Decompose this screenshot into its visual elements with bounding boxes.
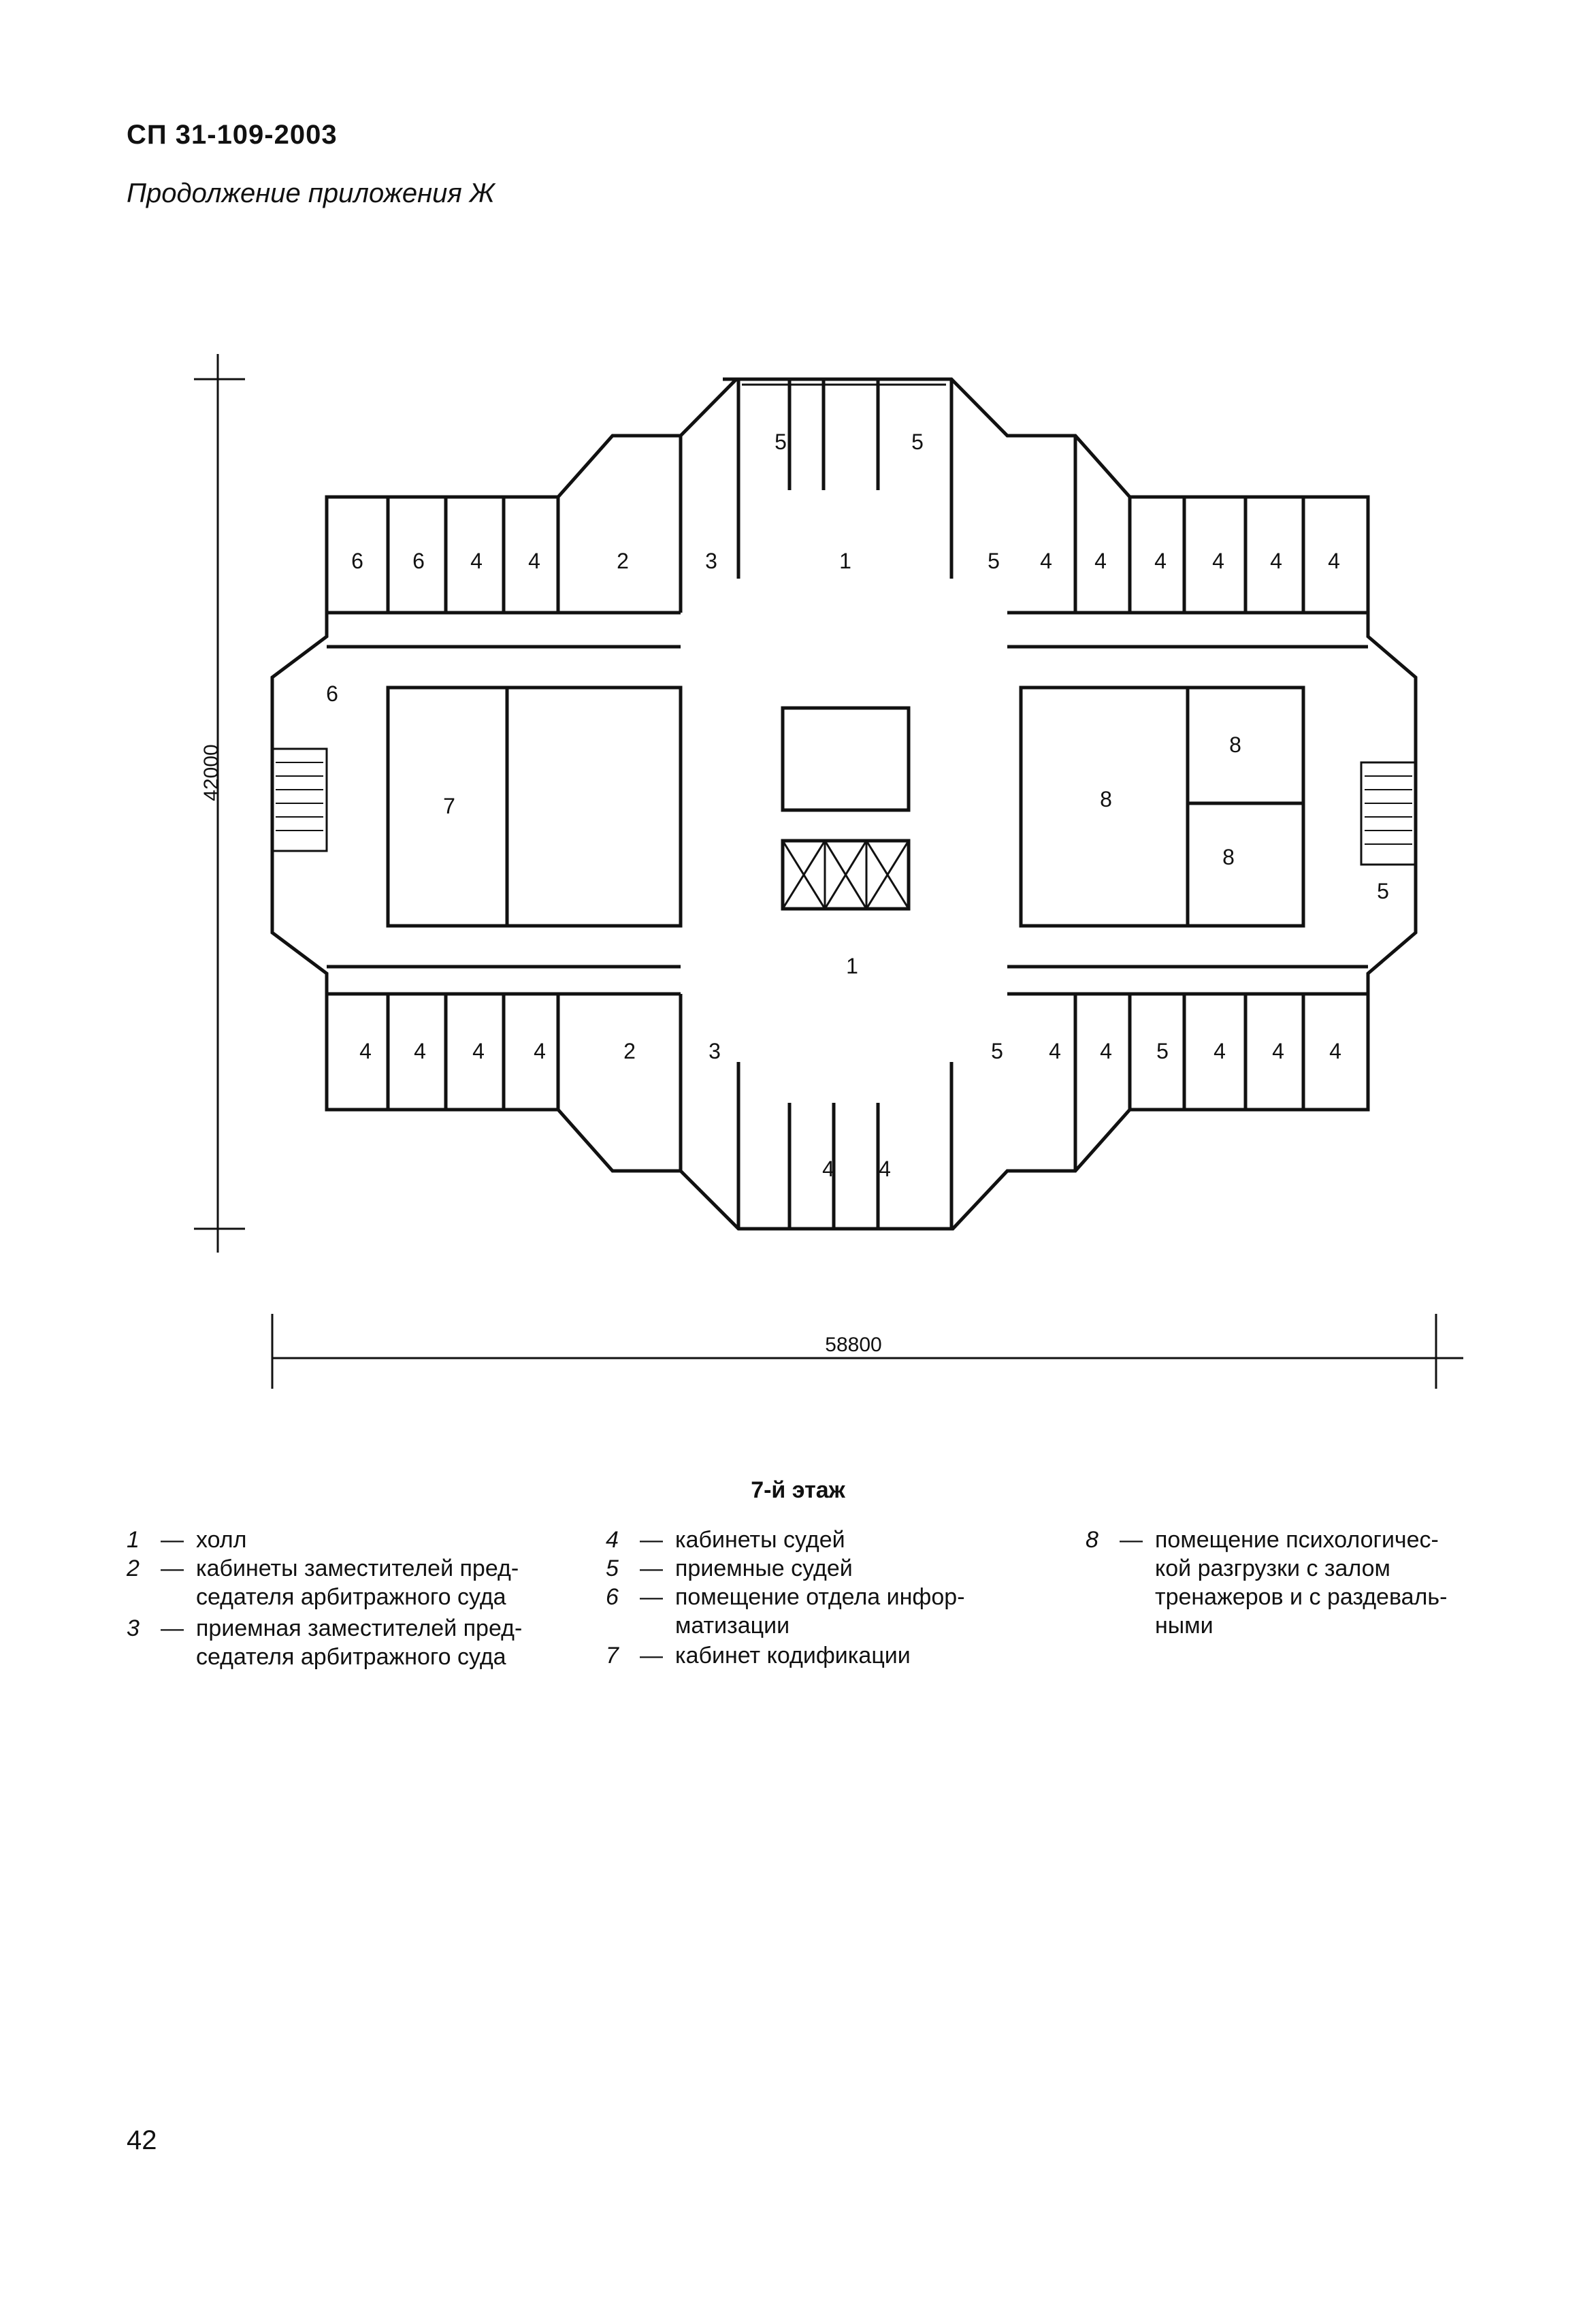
legend-text: холл <box>196 1527 247 1553</box>
legend-number: 6 <box>606 1584 619 1610</box>
legend-dash: — <box>161 1527 184 1553</box>
legend-item: 1 — холл <box>127 1525 562 1555</box>
room-label-8-lower: 8 <box>1222 845 1235 869</box>
room-label-4: 4 <box>1329 1039 1341 1063</box>
room-label-5-top-right: 5 <box>911 430 924 454</box>
room-label-hall-bottom: 1 <box>846 954 858 978</box>
legend-text: приемные судей <box>675 1556 853 1581</box>
room-label-7: 7 <box>443 794 455 818</box>
legend-text: матизации <box>675 1613 790 1639</box>
legend-text: приемная заместителей пред- <box>196 1615 523 1641</box>
room-label-4: 4 <box>1049 1039 1061 1063</box>
legend-item: 5 — приемные судей <box>606 1553 1048 1583</box>
room-label-4: 4 <box>1154 549 1167 573</box>
room-label-2-bottom: 2 <box>623 1039 636 1063</box>
room-label-4: 4 <box>1040 549 1052 573</box>
room-label-8-upper: 8 <box>1229 732 1241 757</box>
legend-item: 7 — кабинет кодификации <box>606 1641 1048 1671</box>
legend-text: кабинет кодификации <box>675 1643 911 1669</box>
dimension-line-horizontal <box>271 1314 1463 1389</box>
legend-number: 8 <box>1086 1527 1098 1553</box>
room-label-3-top: 3 <box>705 549 717 573</box>
room-label-8-main: 8 <box>1100 787 1112 811</box>
legend-dash: — <box>161 1615 184 1641</box>
legend-text: ными <box>1155 1613 1214 1639</box>
room-label-4: 4 <box>879 1157 891 1181</box>
legend-number: 1 <box>127 1527 140 1553</box>
legend-dash: — <box>640 1584 663 1610</box>
legend-item: 2 — кабинеты заместителей пред- седателя… <box>127 1553 562 1613</box>
dimension-width-label: 58800 <box>825 1334 881 1356</box>
room-label-hall-top: 1 <box>839 549 851 573</box>
room-label-5-top-left: 5 <box>775 430 787 454</box>
room-label-4: 4 <box>1212 549 1224 573</box>
room-label-4: 4 <box>470 549 483 573</box>
room-label-6-c: 6 <box>326 681 338 706</box>
room-label-3-bottom: 3 <box>709 1039 721 1063</box>
room-label-4: 4 <box>534 1039 546 1063</box>
room-label-4: 4 <box>1214 1039 1226 1063</box>
room-label-4: 4 <box>359 1039 372 1063</box>
room-label-6-a: 6 <box>351 549 363 573</box>
legend-text: кабинеты заместителей пред- <box>196 1556 519 1581</box>
room-label-4: 4 <box>414 1039 426 1063</box>
room-label-5-upper-right: 5 <box>988 549 1000 573</box>
room-label-4: 4 <box>1100 1039 1112 1063</box>
legend-text: седателя арбитражного суда <box>196 1644 506 1670</box>
legend-dash: — <box>640 1643 663 1669</box>
legend-text: помещение отдела инфор- <box>675 1584 965 1610</box>
legend-item: 6 — помещение отдела инфор- матизации <box>606 1582 1048 1642</box>
dimension-height-label: 42000 <box>200 744 223 801</box>
room-label-4: 4 <box>1272 1039 1284 1063</box>
legend-number: 5 <box>606 1556 619 1581</box>
continuation-caption: Продолжение приложения Ж <box>127 178 495 208</box>
room-label-4: 4 <box>822 1157 834 1181</box>
legend-number: 7 <box>606 1643 619 1669</box>
room-label-5-lower-right: 5 <box>991 1039 1003 1063</box>
legend-number: 3 <box>127 1615 140 1641</box>
legend-item: 3 — приемная заместителей пред- седателя… <box>127 1613 562 1673</box>
legend-text: седателя арбитражного суда <box>196 1584 506 1610</box>
room-label-4: 4 <box>1094 549 1107 573</box>
legend-text: помещение психологичес- <box>1155 1527 1439 1553</box>
legend-item: 4 — кабинеты судей <box>606 1525 1048 1555</box>
room-label-5-lower-mid: 5 <box>1156 1039 1169 1063</box>
legend-dash: — <box>640 1556 663 1581</box>
legend-item: 8 — помещение психологичес- кой разгрузк… <box>1086 1525 1508 1645</box>
room-label-5-right: 5 <box>1377 879 1389 903</box>
room-label-4: 4 <box>1270 549 1282 573</box>
room-label-4: 4 <box>472 1039 485 1063</box>
floor-title: 7-й этаж <box>751 1477 845 1503</box>
page-number: 42 <box>127 2125 157 2155</box>
legend-text: кой разгрузки с залом <box>1155 1556 1390 1581</box>
legend-number: 2 <box>127 1556 140 1581</box>
dimension-line-vertical <box>194 354 245 1253</box>
legend-text: тренажеров и с раздеваль- <box>1155 1584 1448 1610</box>
room-label-4: 4 <box>528 549 540 573</box>
document-code: СП 31-109-2003 <box>127 120 338 150</box>
legend-number: 4 <box>606 1527 619 1553</box>
legend-text: кабинеты судей <box>675 1527 845 1553</box>
legend-dash: — <box>1120 1527 1143 1553</box>
room-label-2-top: 2 <box>617 549 629 573</box>
legend-dash: — <box>640 1527 663 1553</box>
floor-plan: 42000 58800 1 1 2 2 3 3 5 5 6 6 6 7 8 8 … <box>194 354 1463 1389</box>
legend-dash: — <box>161 1556 184 1581</box>
room-label-6-b: 6 <box>412 549 425 573</box>
room-label-4: 4 <box>1328 549 1340 573</box>
